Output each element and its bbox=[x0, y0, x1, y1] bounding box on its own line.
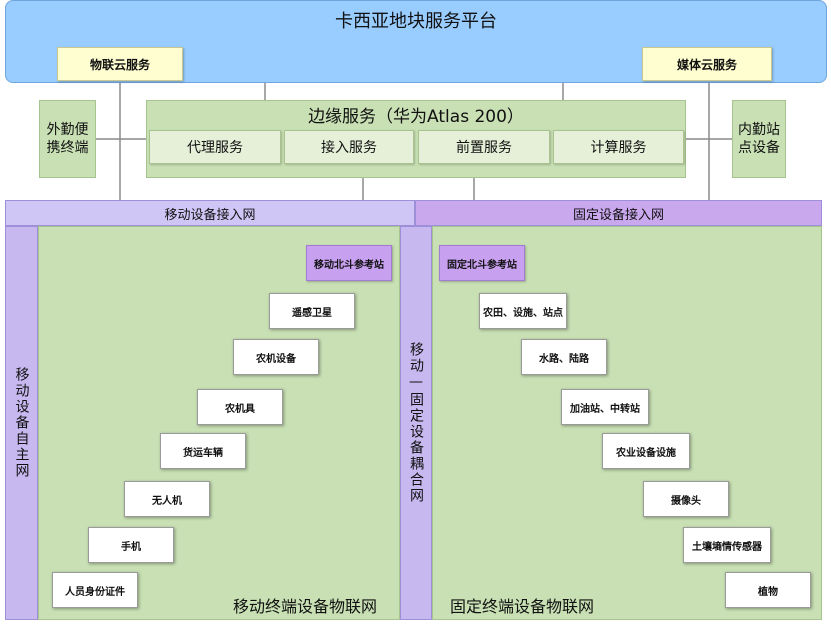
mobile-fixed-coupling-network: 移动—固定设备耦合网 bbox=[400, 226, 432, 620]
personnel-id-card: 人员身份证件 bbox=[52, 572, 138, 608]
agri-implement: 农机具 bbox=[197, 389, 283, 425]
mobile-access-network: 移动设备接入网 bbox=[5, 200, 415, 226]
field-portable-terminal: 外勤便携终端 bbox=[39, 100, 96, 178]
camera: 摄像头 bbox=[643, 481, 729, 517]
frontend-service: 前置服务 bbox=[418, 130, 550, 164]
platform-title: 卡西亚地块服务平台 bbox=[335, 11, 497, 32]
mobile-beidou-station: 移动北斗参考站 bbox=[306, 245, 392, 281]
fixed-beidou-station: 固定北斗参考站 bbox=[439, 245, 525, 281]
soil-moisture-sensor: 土壤墒情传感器 bbox=[683, 527, 771, 563]
plant: 植物 bbox=[725, 572, 811, 608]
fixed-access-network: 固定设备接入网 bbox=[415, 200, 822, 226]
agricultural-facilities: 农业设备设施 bbox=[602, 433, 690, 469]
iot-cloud-service: 物联云服务 bbox=[57, 47, 183, 81]
freight-vehicle: 货运车辆 bbox=[160, 433, 246, 469]
edge-service-title: 边缘服务（华为Atlas 200） bbox=[308, 106, 524, 127]
drone: 无人机 bbox=[124, 481, 210, 517]
fixed-iot-label: 固定终端设备物联网 bbox=[449, 597, 594, 616]
office-station-device: 内勤站点设备 bbox=[732, 100, 786, 178]
compute-service: 计算服务 bbox=[553, 130, 684, 164]
agri-machinery-equipment: 农机设备 bbox=[233, 339, 319, 375]
proxy-service: 代理服务 bbox=[149, 130, 281, 164]
mobile-iot-label: 移动终端设备物联网 bbox=[232, 597, 377, 616]
gas-station-transfer-station: 加油站、中转站 bbox=[561, 389, 649, 425]
remote-sensing-satellite: 遥感卫星 bbox=[269, 293, 355, 329]
farmland-facility-site: 农田、设施、站点 bbox=[479, 293, 567, 329]
waterway-road: 水路、陆路 bbox=[521, 339, 607, 375]
media-cloud-service: 媒体云服务 bbox=[642, 47, 772, 81]
mobile-phone: 手机 bbox=[88, 527, 174, 563]
mobile-autonomous-network: 移动设备自主网 bbox=[5, 226, 38, 620]
access-service: 接入服务 bbox=[284, 130, 414, 164]
